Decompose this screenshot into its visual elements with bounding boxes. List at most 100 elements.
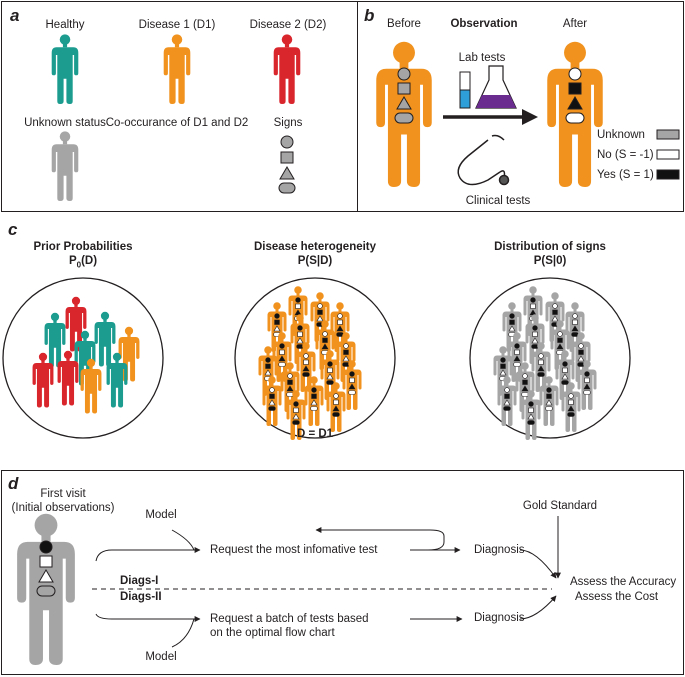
- sign-glyph: [333, 399, 339, 405]
- sign-glyph: [327, 367, 333, 373]
- sign-glyph: [584, 371, 590, 377]
- label-diags-2: Diags-II: [120, 591, 162, 603]
- panel-a: [1, 1, 358, 212]
- sign-glyph: [530, 297, 536, 303]
- sign-glyph: [551, 315, 559, 322]
- sign-glyph: [583, 383, 591, 390]
- sign-glyph: [504, 387, 510, 393]
- legend-swatches: [656, 129, 680, 180]
- sign-glyph: [561, 380, 569, 385]
- sign-glyph: [537, 365, 545, 372]
- label-after: After: [562, 18, 588, 30]
- panel-d: [1, 470, 684, 675]
- sign-glyph: [337, 313, 343, 319]
- label-cooccurrence: Co-occurance of D1 and D2: [105, 117, 249, 129]
- sign-glyph: [545, 406, 553, 411]
- sign-glyph: [322, 331, 328, 337]
- sign-glyph: [349, 377, 355, 383]
- label-lab-tests: Lab tests: [458, 52, 506, 64]
- legend-unknown: Unknown: [597, 129, 645, 141]
- label-assess-accuracy: Assess the Accuracy: [570, 576, 677, 588]
- sign-glyph: [321, 343, 329, 350]
- label-diagnosis-top: Diagnosis: [474, 544, 525, 556]
- label-initial-observations: (Initial observations): [11, 502, 115, 514]
- sign-glyph: [337, 319, 343, 325]
- label-request-bottom-2: on the optimal flow chart: [210, 627, 335, 639]
- sign-glyph: [296, 337, 304, 344]
- prior-crowd: [32, 296, 140, 414]
- heterogeneity-subtitle: P(S|D): [297, 255, 333, 267]
- sign-glyph: [537, 372, 545, 377]
- sign-glyph: [530, 303, 536, 309]
- panel-b: [357, 1, 684, 212]
- sign-glyph: [503, 406, 511, 411]
- sign-glyph: [572, 313, 578, 319]
- sign-glyph: [509, 319, 515, 325]
- label-model-bottom: Model: [145, 651, 177, 663]
- sign-glyph: [522, 373, 528, 379]
- sign-glyph: [503, 399, 511, 406]
- sign-glyph: [342, 355, 350, 362]
- signs-icon: [278, 135, 296, 194]
- heterogeneity-crowd: [258, 286, 362, 440]
- label-diags-1: Diags-I: [120, 575, 159, 587]
- sign-glyph: [297, 331, 303, 337]
- sign-glyph: [317, 303, 323, 309]
- sign-glyph: [552, 309, 558, 315]
- label-d1: Disease 1 (D1): [138, 19, 216, 31]
- sign-glyph: [332, 412, 340, 417]
- test-tube-icon: [459, 71, 471, 109]
- sign-glyph: [584, 377, 590, 383]
- prior-subtitle: P0(D): [68, 255, 98, 270]
- sign-glyph: [268, 406, 276, 411]
- label-request-top: Request the most infomative test: [210, 544, 378, 556]
- distribution-title: Distribution of signs: [494, 241, 606, 253]
- prior-circle: [2, 277, 164, 439]
- observation-arrow: [443, 109, 538, 125]
- panel-letter-c: c: [8, 220, 18, 239]
- sign-glyph: [303, 353, 309, 359]
- sign-glyph: [562, 367, 568, 373]
- sign-glyph: [552, 303, 558, 309]
- sign-glyph: [583, 390, 591, 395]
- label-before: Before: [387, 18, 421, 30]
- sign-glyph: [556, 343, 564, 350]
- panel-letter-d: d: [8, 474, 19, 493]
- sign-glyph: [274, 313, 280, 319]
- sign-glyph: [568, 399, 574, 405]
- label-unknown: Unknown status: [24, 117, 106, 129]
- sign-glyph: [509, 313, 515, 319]
- sign-glyph: [538, 353, 544, 359]
- sign-glyph: [286, 385, 294, 392]
- sign-glyph: [333, 393, 339, 399]
- sign-glyph: [295, 297, 301, 303]
- sign-glyph: [578, 343, 584, 349]
- sign-glyph: [532, 325, 538, 331]
- sign-glyph: [514, 343, 520, 349]
- stethoscope-icon: [457, 134, 510, 186]
- sign-glyph: [273, 325, 281, 332]
- sign-glyph: [264, 369, 272, 376]
- flask-icon: [475, 65, 517, 109]
- sign-glyph: [292, 420, 300, 425]
- sign-glyph: [571, 325, 579, 332]
- sign-glyph: [279, 343, 285, 349]
- label-observation: Observation: [450, 18, 518, 30]
- sign-glyph: [528, 401, 534, 407]
- sign-glyph: [317, 309, 323, 315]
- label-clinical-tests: Clinical tests: [465, 195, 531, 207]
- sign-glyph: [311, 387, 317, 393]
- sign-glyph: [302, 365, 310, 372]
- sign-glyph: [527, 413, 535, 420]
- sign-glyph: [295, 303, 301, 309]
- sign-glyph: [500, 363, 506, 369]
- prior-title: Prior Probabilities: [33, 241, 133, 253]
- sign-glyph: [343, 343, 349, 349]
- sign-glyph: [293, 407, 299, 413]
- heterogeneity-title: Disease heterogeneity: [253, 241, 377, 253]
- sign-glyph: [274, 319, 280, 325]
- label-assess-cost: Assess the Cost: [575, 591, 659, 603]
- sign-glyph: [336, 325, 344, 332]
- sign-glyph: [293, 401, 299, 407]
- sign-glyph: [504, 393, 510, 399]
